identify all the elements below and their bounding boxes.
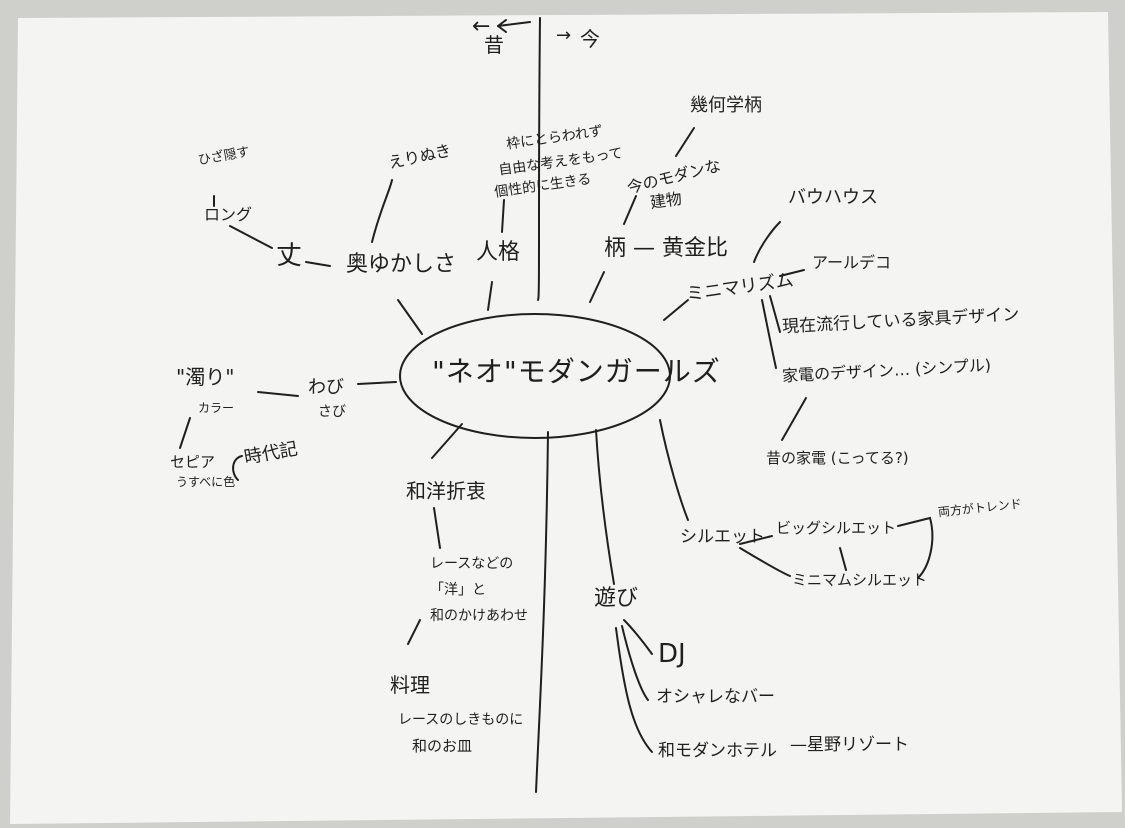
line-minimum	[739, 547, 791, 577]
bracket-trend	[897, 516, 934, 579]
connector-lines	[179, 17, 934, 793]
line-sepia	[179, 417, 191, 449]
lace-line-2: 「洋」と	[430, 582, 486, 598]
timeline-divider-top	[537, 17, 541, 301]
minimum-silhouette-label: ミニマムシルエット	[792, 571, 928, 589]
line-okuyukashisa	[397, 299, 423, 335]
line-artdeco	[779, 269, 805, 277]
line-kagu	[769, 295, 781, 333]
line-ryouri	[407, 619, 421, 645]
timeline-divider-bottom	[535, 431, 549, 793]
arrow-kaden	[781, 397, 807, 441]
line-nigori	[257, 391, 299, 397]
line-hotel	[615, 627, 653, 753]
hotel-label: 和モダンホテル	[658, 741, 777, 761]
left-arrow-glyph: ←	[472, 14, 491, 39]
usube-label: うすべに色	[176, 475, 236, 489]
line-modern	[623, 195, 637, 225]
ryouri-note-2: 和のお皿	[412, 737, 473, 755]
lace-line-3: 和のかけあわせ	[430, 608, 528, 624]
wayou-label: 和洋折衷	[406, 479, 486, 503]
arrow-past	[497, 21, 531, 27]
line-lace	[433, 507, 441, 549]
line-wabisabi	[357, 381, 397, 385]
line-gakugara	[675, 127, 695, 157]
paper-background	[10, 12, 1122, 824]
line-minimal	[663, 299, 689, 321]
timeline-now-label: 今	[580, 27, 600, 51]
artdeco-label: アールデコ	[812, 253, 892, 272]
arrow-past-head	[497, 19, 507, 33]
line-silhouette	[659, 419, 689, 521]
line-wayou	[431, 423, 463, 459]
timeline-past-label: 昔	[484, 33, 504, 57]
bauhaus-label: バウハウス	[788, 187, 878, 208]
long-label: ロング	[204, 205, 253, 224]
big-silhouette-label: ビッグシルエット	[776, 519, 897, 537]
line-bauhaus	[753, 221, 781, 263]
dj-label: DJ	[658, 639, 686, 669]
ryouri-note-1: レースのしきものに	[398, 712, 524, 728]
line-long	[229, 225, 273, 249]
line-big	[739, 535, 773, 545]
gakugara-label: 幾何学柄	[690, 95, 762, 116]
color-label: カラー	[198, 401, 235, 415]
center-ellipse	[399, 313, 671, 439]
right-arrow-glyph: →	[556, 25, 572, 46]
line-jinkaku	[487, 281, 493, 311]
wabi-label: わび	[308, 377, 344, 398]
line-dj	[623, 619, 653, 655]
line-jinkaku-note	[501, 199, 505, 233]
arrow-silhouette	[839, 547, 847, 571]
line-erinuki	[371, 179, 393, 243]
asobi-label: 遊び	[594, 586, 639, 611]
silhouette-label: シルエット	[680, 527, 765, 547]
line-asobi	[595, 429, 615, 585]
line-kaden	[761, 299, 777, 369]
sepia-label: セピア	[170, 453, 216, 471]
center-topic: "ネオ"モダンガールズ	[432, 355, 721, 388]
resort-label: —星野リゾート	[790, 735, 909, 755]
mukashi-kaden-label: 昔の家電 (こってる?)	[766, 449, 909, 467]
gara-label: 柄 — 黄金比	[604, 236, 728, 261]
okuyukashisa-label: 奥ゆかしさ	[346, 252, 457, 277]
line-take	[305, 261, 331, 267]
sabi-label: さび	[318, 404, 346, 420]
take-label: 丈	[276, 241, 303, 271]
bracket-sepia	[232, 455, 243, 481]
jinkaku-label: 人格	[476, 240, 521, 265]
bar-label: オシャレなバー	[656, 687, 775, 707]
lace-line-1: レースなどの	[430, 556, 514, 572]
ryouri-label: 料理	[390, 673, 430, 697]
nigori-label: "濁り"	[176, 365, 235, 389]
line-gara	[589, 271, 605, 303]
line-bar	[621, 625, 649, 701]
